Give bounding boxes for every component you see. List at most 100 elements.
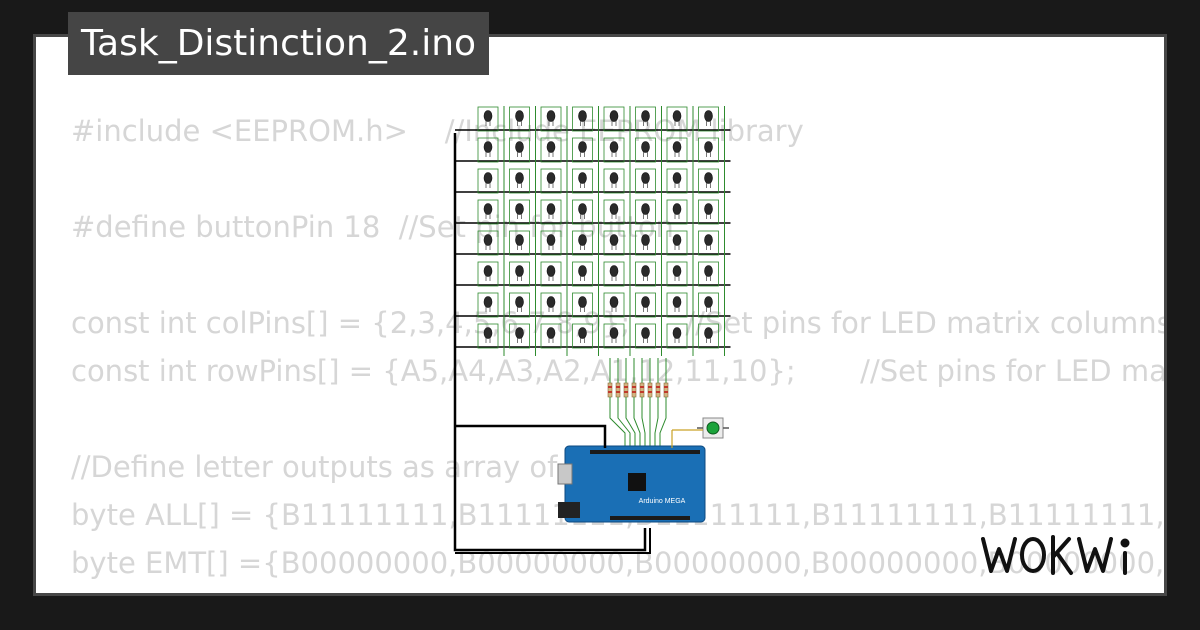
- resistor: [663, 382, 669, 398]
- led-wire-loop: [666, 199, 688, 225]
- led-wire-loop: [477, 292, 499, 318]
- led-wire-loop: [509, 199, 530, 225]
- resistor-band: [624, 386, 628, 388]
- led-wire-loop: [509, 137, 530, 163]
- led: [704, 203, 713, 215]
- resistor: [615, 382, 621, 398]
- power-wire: [455, 528, 651, 554]
- led-wire-loop: [572, 106, 593, 132]
- led: [704, 110, 713, 122]
- led-wire-loop: [603, 106, 625, 132]
- led-wire-loop: [635, 106, 656, 132]
- led: [546, 296, 556, 308]
- led-wire-loop: [698, 137, 719, 163]
- resistor-band: [664, 386, 668, 388]
- led-wire-loop: [477, 230, 499, 256]
- led-wire-loop: [698, 168, 719, 194]
- main-wires: [453, 133, 703, 554]
- led-wire-loop: [603, 137, 625, 163]
- led: [609, 110, 619, 122]
- led-wire-loop: [509, 230, 530, 256]
- led-wire-loop: [635, 323, 656, 349]
- led-wire-loop: [540, 199, 562, 225]
- led: [546, 327, 556, 339]
- led: [672, 327, 682, 339]
- led: [515, 296, 524, 308]
- led-wire-loop: [666, 168, 688, 194]
- led: [578, 234, 587, 246]
- led-wire-loop: [698, 199, 719, 225]
- resistor-band: [616, 391, 620, 393]
- led-wire-loop: [477, 168, 499, 194]
- resistor-band: [632, 386, 636, 388]
- led-wire-loop: [603, 168, 625, 194]
- led: [578, 141, 587, 153]
- resistor-band: [648, 391, 652, 393]
- led-wire-loop: [698, 323, 719, 349]
- board-label: Arduino MEGA: [639, 498, 686, 505]
- led: [483, 172, 493, 184]
- led: [546, 141, 556, 153]
- led: [641, 172, 650, 184]
- push-button: [697, 417, 729, 439]
- led-wire-loop: [572, 137, 593, 163]
- led-wire-loop: [666, 137, 688, 163]
- led-wire-loop: [666, 323, 688, 349]
- led: [483, 203, 493, 215]
- led: [672, 296, 682, 308]
- resistor: [623, 382, 629, 398]
- resistor: [647, 382, 653, 398]
- led: [672, 234, 682, 246]
- led: [704, 172, 713, 184]
- led: [578, 203, 587, 215]
- led-wire-loop: [572, 261, 593, 287]
- led: [515, 141, 524, 153]
- led-wire-loop: [572, 292, 593, 318]
- led-wire-loop: [635, 199, 656, 225]
- led: [483, 296, 493, 308]
- led-wire-loop: [540, 137, 562, 163]
- led-wire-loop: [572, 168, 593, 194]
- led: [515, 265, 524, 277]
- led: [609, 296, 619, 308]
- led-wire-loop: [509, 168, 530, 194]
- led: [609, 265, 619, 277]
- led-wire-loop: [477, 261, 499, 287]
- led: [483, 141, 493, 153]
- arduino-mega-board: Arduino MEGA: [557, 445, 706, 523]
- led: [672, 172, 682, 184]
- led-wire-loop: [698, 106, 719, 132]
- led-wire-loop: [477, 137, 499, 163]
- led: [641, 296, 650, 308]
- led: [641, 141, 650, 153]
- led: [578, 265, 587, 277]
- board-lead: [625, 397, 636, 448]
- led: [546, 110, 556, 122]
- led-wire-loop: [603, 323, 625, 349]
- led: [609, 141, 619, 153]
- board-lead: [633, 397, 641, 448]
- led-wire-loop: [666, 261, 688, 287]
- circuit-diagram: Arduino MEGA: [453, 106, 731, 554]
- led: [672, 265, 682, 277]
- led: [641, 327, 650, 339]
- led-wire-loop: [540, 292, 562, 318]
- led-wire-loop: [603, 261, 625, 287]
- led: [483, 327, 493, 339]
- resistor: [607, 382, 613, 398]
- led: [546, 265, 556, 277]
- led: [483, 110, 493, 122]
- led-wire-loop: [477, 199, 499, 225]
- led-wire-loop: [635, 230, 656, 256]
- led-wire-loop: [603, 199, 625, 225]
- led: [546, 234, 556, 246]
- led-wire-loop: [477, 323, 499, 349]
- led: [609, 172, 619, 184]
- led-wire-loop: [635, 292, 656, 318]
- led-wire-loop: [698, 292, 719, 318]
- led: [641, 110, 650, 122]
- led-wire-loop: [509, 323, 530, 349]
- resistor: [631, 382, 637, 398]
- resistor-band: [632, 391, 636, 393]
- led: [672, 110, 682, 122]
